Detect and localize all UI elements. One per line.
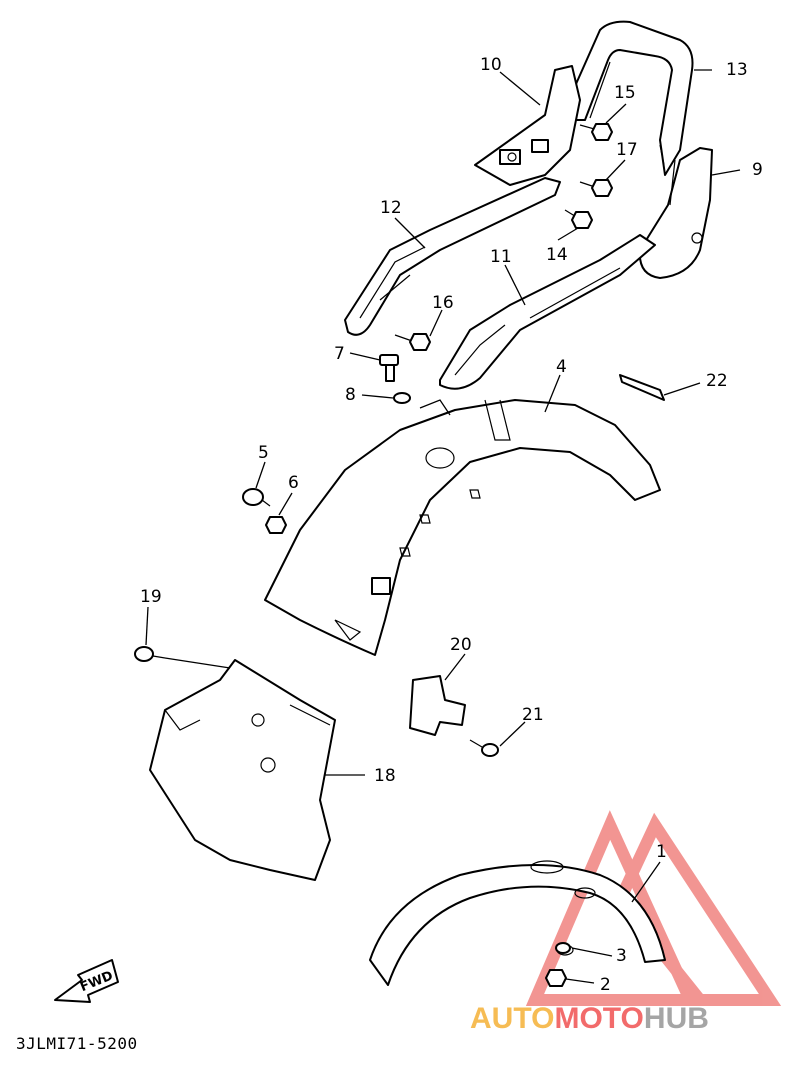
callout-4: 4 bbox=[556, 357, 567, 377]
clip-3 bbox=[555, 942, 571, 954]
callout-19: 19 bbox=[140, 587, 162, 607]
callout-13: 13 bbox=[726, 60, 748, 80]
bolt-15 bbox=[579, 123, 613, 141]
watermark-moto: MOTO bbox=[554, 1002, 643, 1035]
screw-21 bbox=[469, 739, 499, 757]
callout-2: 2 bbox=[600, 975, 611, 995]
watermark-triangle bbox=[525, 810, 782, 1006]
inner-fender-18 bbox=[149, 659, 336, 881]
rear-fender-4 bbox=[264, 399, 661, 656]
callout-10: 10 bbox=[480, 55, 502, 75]
svg-text:AUTOMOTOHUB: AUTOMOTOHUB bbox=[470, 1002, 709, 1035]
callout-9: 9 bbox=[752, 160, 763, 180]
callout-8: 8 bbox=[345, 385, 356, 405]
diagram-code: 3JLMI71-5200 bbox=[16, 1034, 138, 1053]
clip-8 bbox=[393, 392, 411, 404]
callout-11: 11 bbox=[490, 247, 512, 267]
bolt-14 bbox=[564, 209, 593, 229]
callout-12: 12 bbox=[380, 198, 402, 218]
callout-15: 15 bbox=[614, 83, 636, 103]
bolt-17 bbox=[579, 179, 613, 197]
callout-7: 7 bbox=[334, 344, 345, 364]
callout-6: 6 bbox=[288, 473, 299, 493]
callout-14: 14 bbox=[546, 245, 568, 265]
front-fender-1 bbox=[369, 860, 666, 986]
grab-bar-11 bbox=[439, 234, 656, 390]
callout-21: 21 bbox=[522, 705, 544, 725]
nut-6 bbox=[265, 516, 287, 534]
screw-5 bbox=[242, 488, 271, 507]
grab-bar-12 bbox=[344, 177, 561, 336]
callout-20: 20 bbox=[450, 635, 472, 655]
callout-22: 22 bbox=[706, 371, 728, 391]
callout-3: 3 bbox=[616, 946, 627, 966]
callout-labels: 10 13 15 17 9 12 11 14 16 7 4 22 8 5 6 1… bbox=[140, 55, 763, 995]
callout-18: 18 bbox=[374, 766, 396, 786]
callout-1: 1 bbox=[656, 842, 667, 862]
callout-17: 17 bbox=[616, 140, 638, 160]
callout-5: 5 bbox=[258, 443, 269, 463]
bolt-7 bbox=[379, 354, 399, 382]
bolt-16 bbox=[394, 333, 431, 351]
leader-lines bbox=[145, 69, 741, 984]
side-cover-9 bbox=[638, 147, 713, 279]
grab-bar-13 bbox=[559, 20, 694, 176]
fwd-arrow-icon: FWD bbox=[54, 959, 119, 1003]
decal-22 bbox=[619, 374, 665, 401]
bracket-20 bbox=[409, 675, 466, 736]
watermark-auto: AUTO bbox=[470, 1002, 554, 1035]
watermark-text: AUTOMOTOHUB bbox=[470, 1002, 709, 1035]
bolt-2 bbox=[545, 969, 567, 987]
bracket-10 bbox=[474, 65, 581, 186]
bolt-19 bbox=[134, 646, 166, 662]
watermark-hub: HUB bbox=[644, 1002, 709, 1035]
callout-16: 16 bbox=[432, 293, 454, 313]
